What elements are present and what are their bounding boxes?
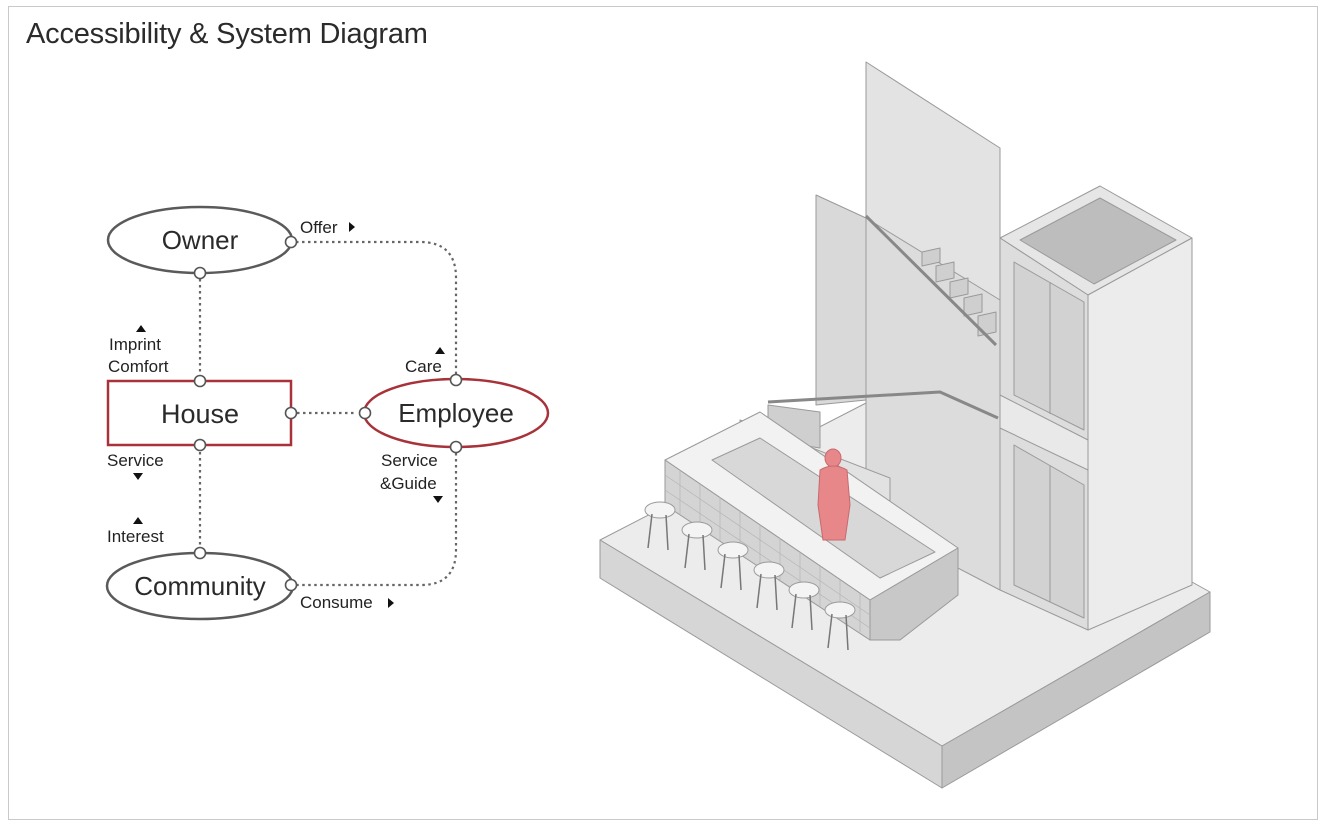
port <box>449 440 463 454</box>
stool <box>824 601 856 619</box>
isometric-building-illustration <box>599 61 1211 789</box>
port <box>193 374 207 388</box>
counter-front-right <box>869 547 959 641</box>
arrow-up-icon <box>136 325 146 332</box>
community-label: Community <box>134 571 265 601</box>
house-label: House <box>161 399 239 429</box>
owner-employee-link <box>290 240 458 379</box>
page-title: Accessibility & System Diagram <box>26 18 428 50</box>
arrow-up-icon <box>435 347 445 354</box>
elevator-door-upper <box>1013 261 1085 431</box>
imprint-label: Imprint <box>109 335 161 354</box>
tower-side <box>1087 237 1193 631</box>
service-right-label: Service <box>381 451 438 470</box>
ports <box>193 235 463 592</box>
guide-label: &Guide <box>380 474 437 493</box>
stool <box>717 541 749 559</box>
handrail-lower <box>767 390 999 420</box>
employee-figure <box>817 448 851 541</box>
owner-label: Owner <box>162 225 239 255</box>
employee-label: Employee <box>398 398 514 428</box>
interest-label: Interest <box>107 527 164 546</box>
offer-label: Offer <box>300 218 338 237</box>
care-label: Care <box>405 357 442 376</box>
port <box>449 373 463 387</box>
stair-handrail <box>864 214 998 347</box>
back-wall-left <box>815 194 867 406</box>
port <box>284 235 298 249</box>
port <box>284 406 298 420</box>
floor-slab-right <box>941 591 1211 789</box>
arrow-right-icon <box>349 222 355 232</box>
consume-label: Consume <box>300 593 373 612</box>
arrow-up-icon <box>133 517 143 524</box>
service-left-label: Service <box>107 451 164 470</box>
tower-band <box>999 394 1089 471</box>
staircase <box>921 247 997 337</box>
port <box>193 266 207 280</box>
tower-shaft-opening <box>1019 197 1177 285</box>
stool <box>788 581 820 599</box>
counter-tile-grid <box>664 470 871 632</box>
arrow-down-icon <box>433 496 443 503</box>
stool <box>681 521 713 539</box>
connectors <box>198 240 458 587</box>
comfort-label: Comfort <box>108 357 169 376</box>
arrow-down-icon <box>133 473 143 480</box>
port <box>358 406 372 420</box>
stool <box>753 561 785 579</box>
employee-community-link <box>292 447 458 587</box>
stool-legs <box>647 513 849 651</box>
arrow-right-icon <box>388 598 394 608</box>
bar-stools <box>644 501 856 619</box>
port <box>193 438 207 452</box>
stool <box>644 501 676 519</box>
elevator-door-lower <box>1013 444 1085 619</box>
port <box>193 546 207 560</box>
port <box>284 578 298 592</box>
